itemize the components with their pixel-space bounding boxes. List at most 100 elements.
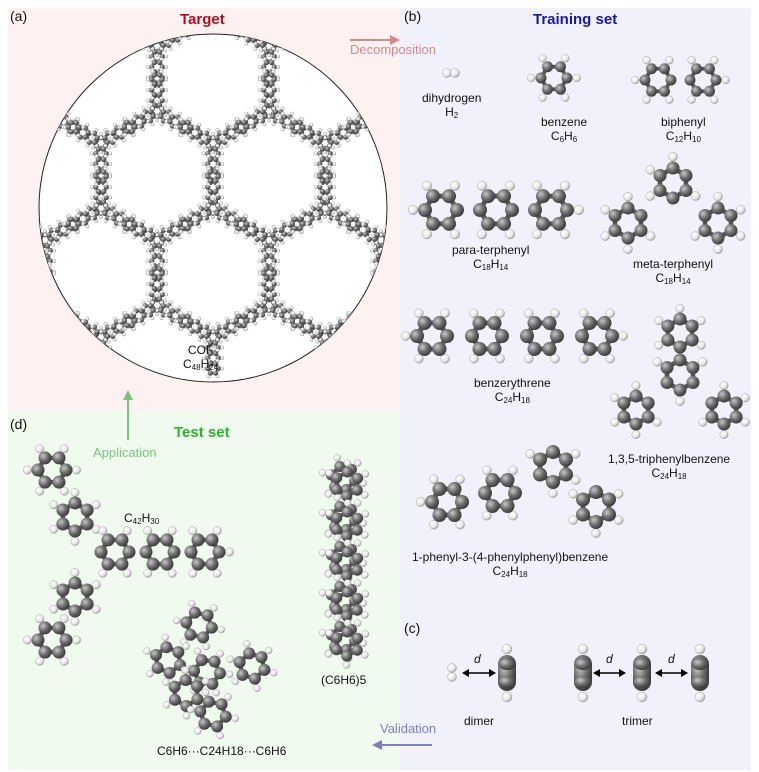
stack-benzene-5-front (324, 619, 370, 669)
panel-letter-c: (c) (404, 620, 421, 636)
cof-ring (39, 106, 47, 127)
cof-ring (342, 116, 365, 137)
distance-arrow-trimer-2 (655, 669, 688, 677)
cof-ring (39, 284, 57, 305)
training-label-dihydrogen: dihydrogen H2 (422, 91, 482, 120)
cof-ring (7, 117, 29, 136)
cof-ring (397, 215, 419, 234)
panel-title-training-set: Training set (533, 11, 618, 28)
cof-label: COF C48H24 (183, 343, 218, 375)
dimer-h2 (447, 663, 457, 682)
cof-ring (62, 117, 85, 138)
stack-benzene-1-front (324, 459, 370, 509)
cof-ring (192, 127, 215, 148)
dimer-benzene (498, 643, 516, 703)
benzene-molecule (527, 54, 581, 102)
cof-ring (39, 294, 55, 317)
c42h30-ring-1 (23, 444, 81, 496)
validation-label: Validation (380, 721, 437, 736)
sandwich-benzene-top (173, 599, 225, 651)
cof-ring (52, 34, 75, 46)
training-label-benzerythrene: benzerythrene C24H18 (474, 376, 551, 405)
training-label-para-terphenyl: para-terphenyl C18H14 (452, 243, 530, 272)
trimer-benzene-1 (574, 643, 592, 703)
distance-arrow-trimer-1 (593, 669, 626, 677)
cof-ring (43, 34, 66, 51)
meta-terphenyl-ring-right (690, 192, 746, 254)
panel-letter-a: (a) (10, 8, 28, 24)
test-sandwich-formula: C6H6···C24H18···C6H6 (157, 744, 287, 758)
cof-ring (39, 99, 55, 122)
dihydrogen-molecule (442, 68, 460, 78)
c42h30-ring-5 (184, 526, 234, 578)
test-stack-formula: (C6H6)5 (321, 673, 367, 687)
cof-ring (62, 213, 85, 234)
c42h30-ring-4 (139, 526, 181, 578)
cof-ring (174, 213, 197, 234)
c42h30-ring-3 (94, 526, 136, 578)
cof-ring (286, 213, 309, 234)
cof-ring (370, 90, 387, 111)
sandwich-core-ring-4 (162, 666, 210, 720)
cof-ring (145, 263, 168, 284)
c42h30-ring-7 (23, 614, 81, 666)
cof-ring (388, 112, 410, 131)
triphenylbenzene-ring-center (652, 353, 708, 406)
cof-ring (201, 166, 224, 187)
decomposition-arrow (350, 35, 400, 45)
cof-ring (16, 306, 38, 325)
c42h30-ring-2 (49, 488, 101, 546)
cof-ring (379, 300, 387, 321)
cof-ring (127, 34, 150, 46)
cof-ring (118, 310, 141, 331)
ppb-ring-2 (478, 465, 522, 521)
cof-formula: C48H24 (183, 357, 219, 372)
cof-ring (39, 57, 57, 77)
panel-title-test-set: Test set (174, 424, 230, 441)
distance-symbol-trimer-1: d (606, 652, 613, 666)
test-big-formula: C42H30 (124, 511, 160, 526)
benzerythrene-ring-1 (401, 308, 454, 364)
panel-letter-b: (b) (404, 8, 422, 24)
distance-arrow-dimer (462, 669, 496, 677)
cof-ring (342, 214, 365, 235)
benzerythrene-ring-2 (465, 308, 509, 364)
cof-ring (89, 358, 112, 379)
meta-terphenyl-ring-left (600, 192, 656, 254)
cof-ring (370, 274, 387, 294)
cof-ring (16, 112, 38, 131)
cof-ring (347, 34, 361, 41)
training-label-meta-terphenyl: meta-terphenyl C18H14 (633, 257, 714, 286)
cof-ring (258, 69, 281, 90)
cof-ring (39, 46, 57, 67)
cof-ring (388, 220, 410, 239)
cof-ring (370, 57, 387, 77)
cof-ring (230, 116, 253, 137)
cof-ring (123, 34, 137, 41)
application-label: Application (93, 445, 157, 460)
ppb-ring-4 (568, 485, 624, 538)
cof-ring (174, 311, 197, 332)
distance-symbol-dimer: d (474, 652, 481, 666)
trimer-benzene-2 (633, 643, 651, 703)
cof-ring (370, 67, 387, 88)
cof-ring (43, 300, 66, 321)
cof-ring (39, 80, 57, 100)
cof-ring (118, 116, 141, 137)
cof-ring (276, 34, 299, 46)
panel-training-set (400, 8, 751, 770)
sandwich-core-ring-3 (226, 640, 278, 692)
decomposition-label: Decomposition (350, 42, 436, 57)
biphenyl-ring-2 (684, 56, 730, 104)
cof-ring (118, 214, 141, 235)
cof-ring (201, 358, 224, 379)
triphenylbenzene-ring-top (654, 304, 706, 354)
validation-arrow (372, 740, 432, 750)
triphenylbenzene-ring-left (610, 381, 662, 439)
panel-title-target: Target (180, 11, 225, 28)
cof-ring (370, 69, 387, 90)
panel-letter-d: (d) (10, 416, 28, 432)
cof-ring (39, 274, 57, 294)
ppb-ring-1 (416, 474, 469, 530)
